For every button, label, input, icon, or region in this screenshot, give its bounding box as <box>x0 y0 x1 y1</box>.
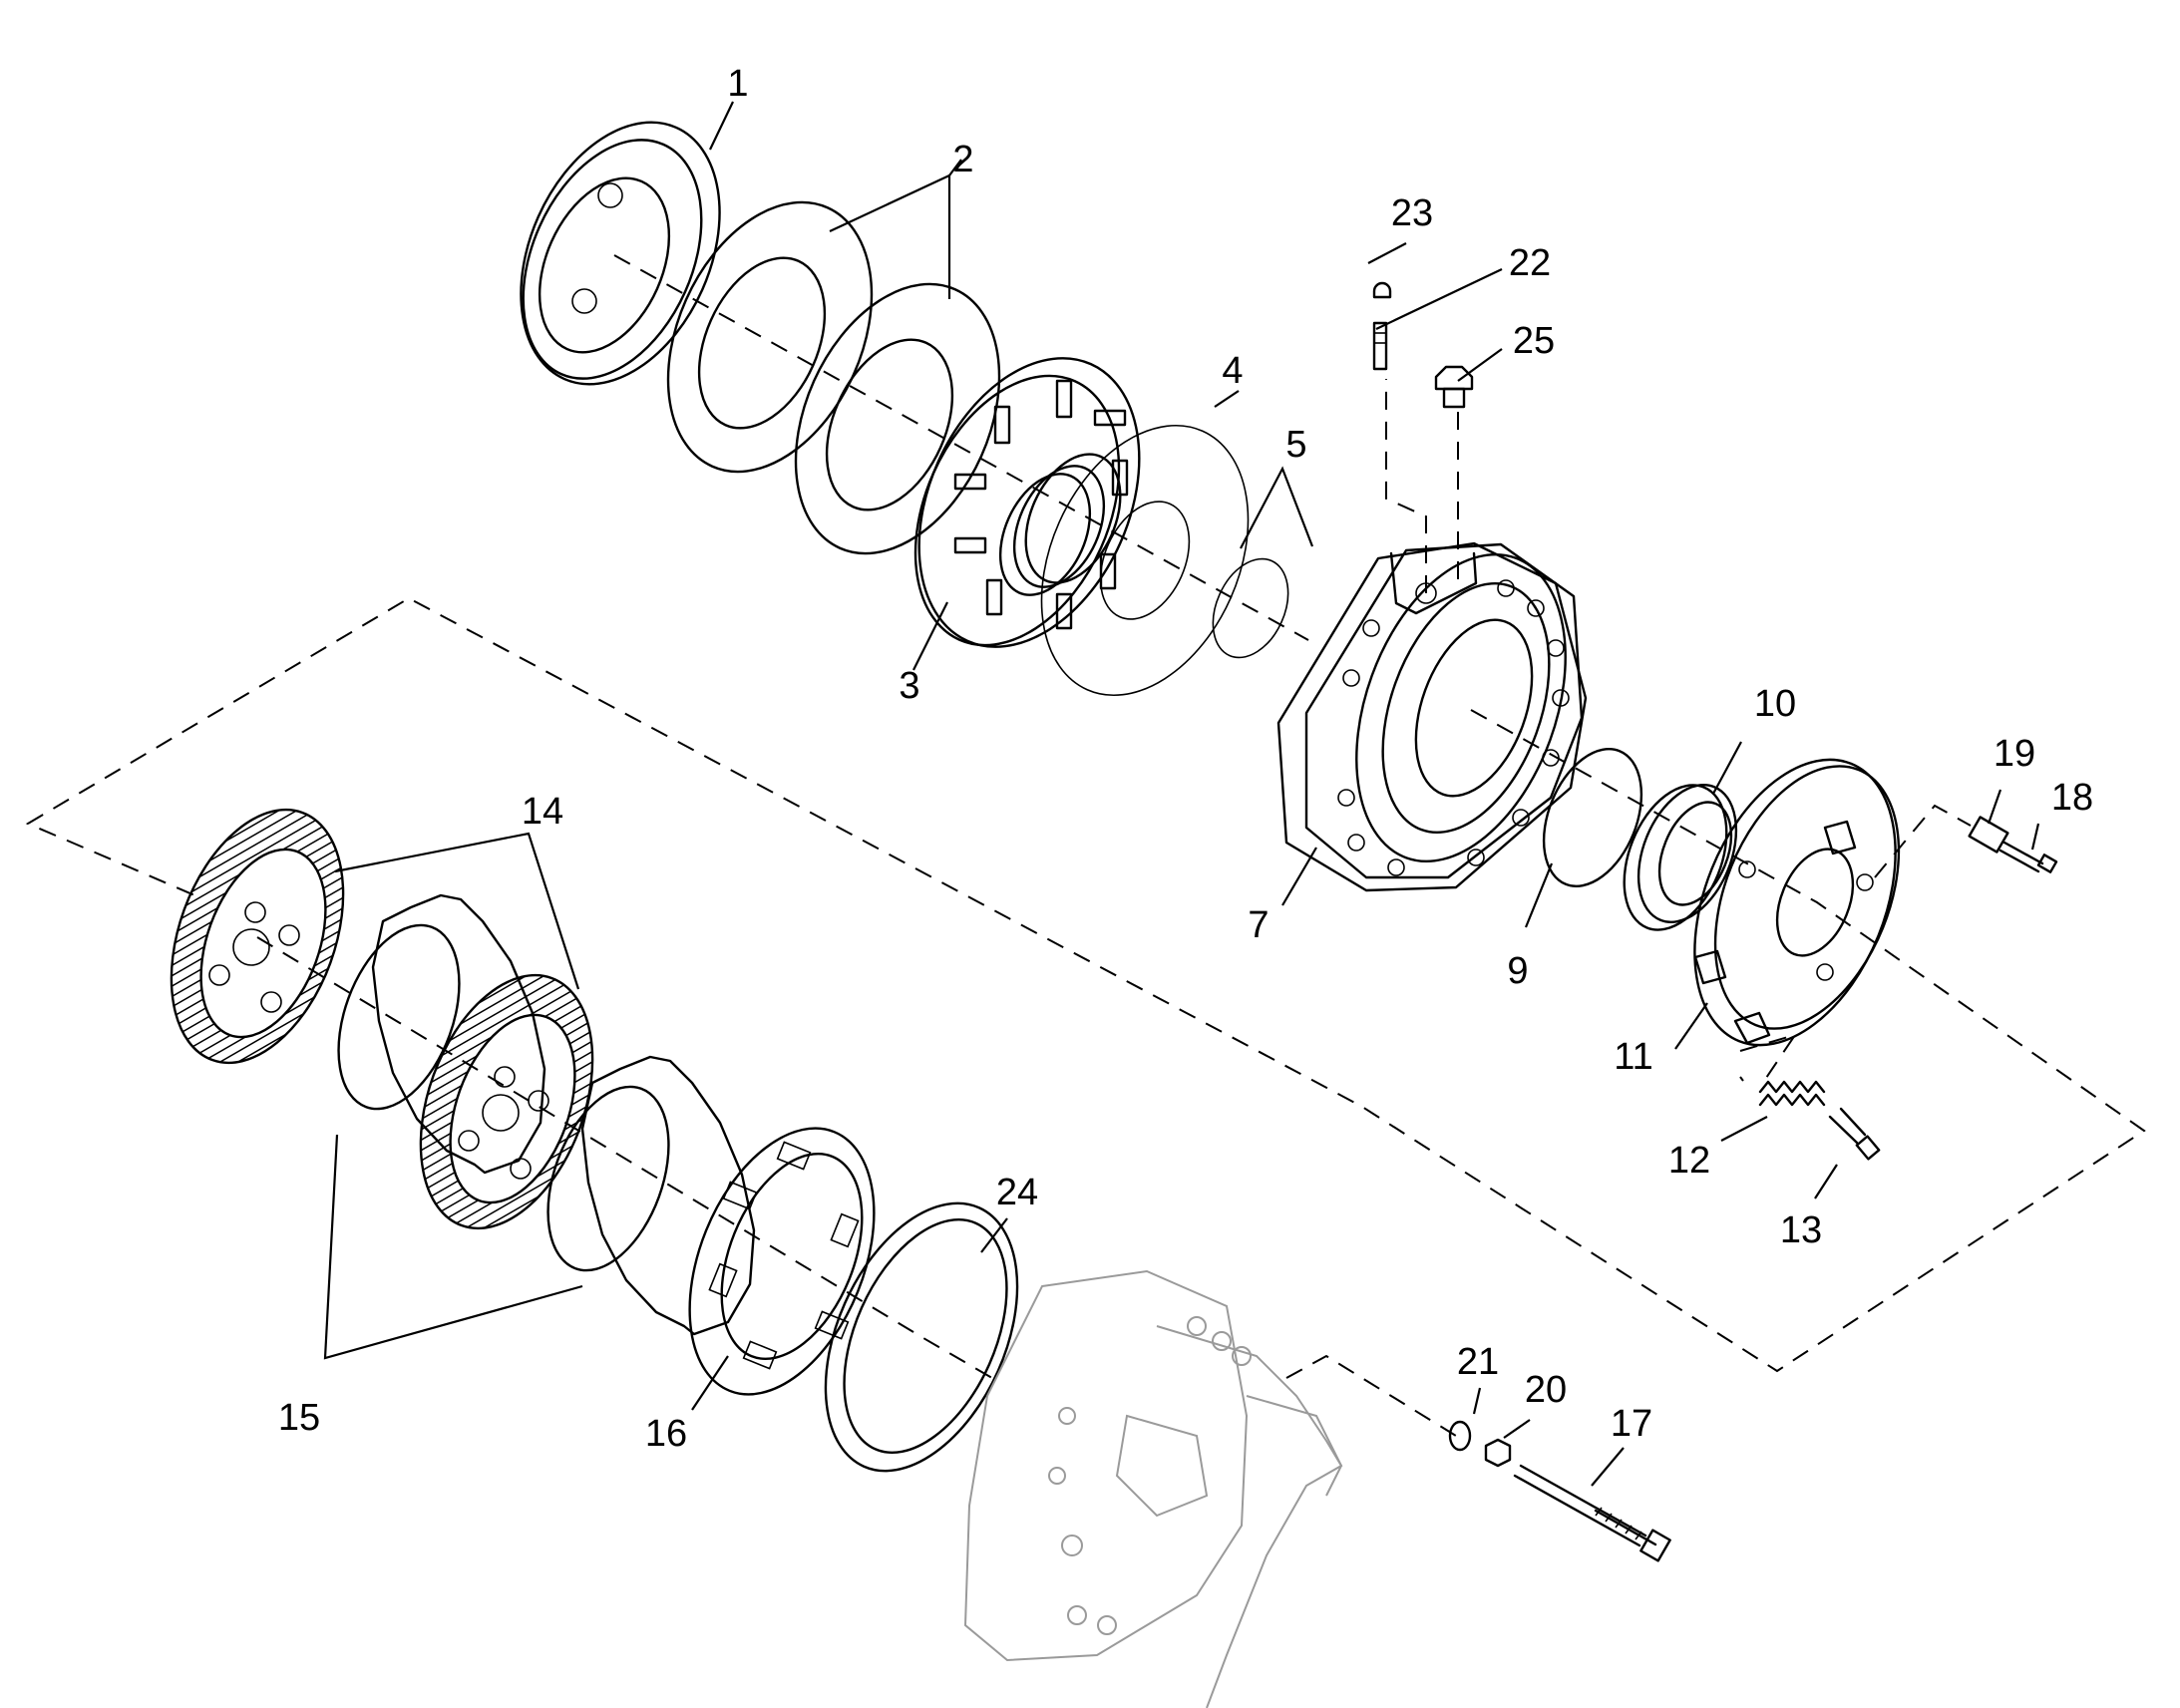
callout-2: 2 <box>952 139 973 180</box>
part-21-washer <box>1448 1420 1472 1452</box>
assembly-axis-lines <box>25 254 2146 1437</box>
part-13-bolt <box>1828 1107 1881 1161</box>
part-10-seal-ring <box>1623 784 1738 931</box>
callout-20: 20 <box>1525 1369 1567 1411</box>
part-4-seal <box>1040 424 1250 697</box>
callout-4: 4 <box>1222 350 1243 392</box>
callout-12: 12 <box>1668 1140 1710 1182</box>
callout-7: 7 <box>1248 904 1269 946</box>
part-14-friction-disc-1 <box>170 808 345 1065</box>
callout-10: 10 <box>1754 683 1796 725</box>
part-11-cover <box>1693 758 1901 1047</box>
callout-9: 9 <box>1507 950 1528 992</box>
part-20-nut <box>1484 1438 1512 1468</box>
callout-15: 15 <box>278 1397 320 1439</box>
callout-16: 16 <box>645 1413 687 1455</box>
callout-14: 14 <box>522 791 563 833</box>
callout-5: 5 <box>1285 424 1306 466</box>
part-17-long-bolt <box>1513 1464 1671 1562</box>
reference-motor-housing <box>963 1269 1343 1708</box>
callout-1: 1 <box>727 63 748 105</box>
leader-lines <box>323 101 2040 1487</box>
part-12-spring <box>1758 1080 1826 1107</box>
part-1-backing-plate <box>520 121 721 386</box>
part-23-cap <box>1372 281 1392 299</box>
part-9-o-ring <box>1542 748 1643 887</box>
callout-3: 3 <box>899 665 919 707</box>
part-3-piston-hub <box>913 357 1141 648</box>
part-5-o-ring <box>1212 557 1289 659</box>
callout-labels: 1 2 3 4 5 7 9 10 11 12 13 14 15 16 17 18… <box>278 63 2093 1455</box>
part-15-steel-plate-1 <box>337 893 546 1175</box>
part-25-plug <box>1434 365 1474 409</box>
part-15-steel-plate-2 <box>546 1055 756 1336</box>
callout-18: 18 <box>2051 777 2093 819</box>
part-19-bushing <box>1968 816 2009 854</box>
callout-25: 25 <box>1513 320 1555 362</box>
callout-22: 22 <box>1509 242 1551 284</box>
callout-17: 17 <box>1611 1403 1652 1445</box>
part-24-washer <box>824 1201 1019 1473</box>
part-7-brake-housing <box>1276 541 1588 892</box>
callout-19: 19 <box>1994 733 2035 775</box>
part-16-retainer <box>688 1127 876 1396</box>
callout-13: 13 <box>1780 1209 1822 1251</box>
part-18-screw <box>1998 841 2058 873</box>
callout-21: 21 <box>1457 1341 1499 1383</box>
callout-11: 11 <box>1614 1036 1652 1078</box>
part-22-bleed-screw <box>1372 321 1388 371</box>
callout-23: 23 <box>1391 192 1433 234</box>
callout-24: 24 <box>996 1172 1038 1213</box>
